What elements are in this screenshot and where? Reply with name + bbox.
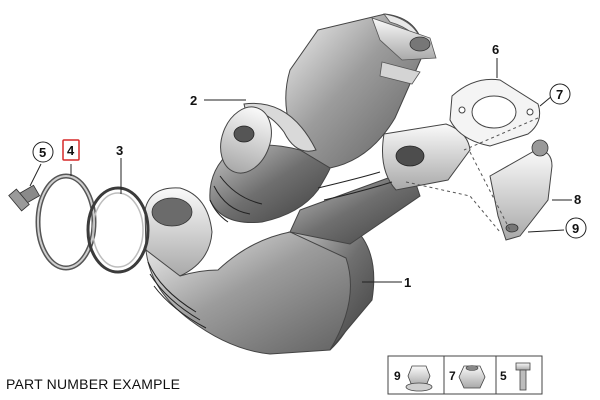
callout-7-circle: 7	[549, 83, 571, 105]
assembly-line	[463, 117, 539, 151]
assembly-line	[469, 151, 511, 231]
hex-nut-icon	[458, 365, 486, 389]
legend-number-5: 5	[500, 369, 507, 383]
leader-lines	[29, 58, 572, 283]
callout-7: 7	[556, 87, 563, 102]
small-parts-legend: 9 7 5	[387, 355, 543, 395]
callout-5-circle: 5	[32, 141, 54, 163]
assembly-line	[405, 181, 501, 233]
bolt-part	[8, 188, 30, 212]
caption: PART NUMBER EXAMPLE	[6, 376, 181, 392]
upper-catalytic-converter	[209, 13, 437, 224]
lower-catalytic-converter	[144, 123, 471, 355]
callout-1: 1	[404, 275, 411, 290]
callout-2: 2	[190, 93, 197, 108]
flange-gasket	[449, 78, 541, 147]
callout-6: 6	[492, 42, 499, 57]
legend-number-9: 9	[394, 369, 401, 383]
callout-4: 4	[67, 143, 75, 158]
legend-number-7: 7	[449, 369, 456, 383]
callout-5: 5	[39, 145, 46, 160]
callout-9: 9	[572, 221, 579, 236]
callout-3: 3	[116, 143, 123, 158]
support-bracket	[489, 139, 553, 241]
v-band-clamp	[13, 173, 97, 271]
bolt-icon	[515, 362, 531, 391]
callout-4-highlight: 4	[62, 139, 80, 161]
flange-nut-icon	[405, 365, 433, 392]
gasket-ring	[86, 186, 150, 274]
callout-8: 8	[574, 192, 581, 207]
callout-9-circle: 9	[565, 217, 587, 239]
